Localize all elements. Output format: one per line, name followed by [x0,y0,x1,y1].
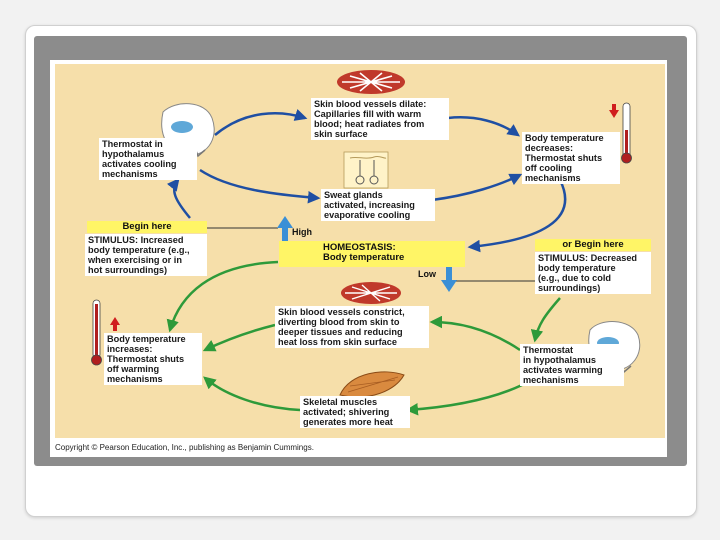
low-label: Low [418,269,436,279]
low-arrow-icon [441,267,457,292]
begin-here-right-label: or Begin here [535,239,651,251]
thermometer-low-icon [609,102,632,164]
vessels-constrict-box: Skin blood vessels constrict, diverting … [275,306,429,348]
arrow-thermostat-to-muscles [405,383,523,416]
high-label: High [292,227,312,237]
sweat-glands-box: Sweat glands activated, increasing evapo… [321,189,435,221]
stimulus-decreased-box: STIMULUS: Decreased body temperature (e.… [535,252,651,294]
arrow-muscles-to-increase [203,376,301,412]
sweat-gland-icon [343,151,389,189]
arrow-stimulus-to-thermostat-warm [530,297,561,343]
arrow-sweat-to-temp-decrease [431,173,523,202]
begin-here-left-label: Begin here [87,221,207,233]
blood-vessels-constricted-icon [341,282,401,304]
thermostat-warming-box: Thermostat in hypothalamus activates war… [520,344,624,386]
homeostasis-box: HOMEOSTASIS: Body temperature [279,241,465,267]
stimulus-increased-box: STIMULUS: Increased body temperature (e.… [85,234,207,276]
thermostat-cooling-box: Thermostat in hypothalamus activates coo… [99,138,197,180]
arrow-stimulus-to-thermostat [166,178,191,219]
arrow-homeostasis-to-increase [166,260,279,333]
arrow-vessels-to-temp-decrease [447,116,521,137]
high-arrow-icon [277,216,293,241]
homeostasis-title: HOMEOSTASIS: [323,242,396,253]
muscle-icon [339,371,405,398]
arrow-temp-decrease-to-homeostasis [467,179,567,253]
temp-increases-box: Body temperature increases: Thermostat s… [104,333,202,385]
skeletal-muscles-box: Skeletal muscles activated; shivering ge… [300,396,410,428]
arrow-constrict-to-increase [202,323,276,352]
thermometer-high-icon [91,299,120,366]
copyright-text: Copyright © Pearson Education, Inc., pub… [55,443,314,452]
arrow-thermostat-to-vessels [214,109,308,136]
arrow-thermostat-to-sweat [199,168,321,204]
temp-decreases-box: Body temperature decreases: Thermostat s… [522,132,620,184]
homeostasis-subtitle: Body temperature [323,252,405,263]
vessels-dilate-box: Skin blood vessels dilate: Capillaries f… [311,98,449,140]
arrow-thermostat-to-constrict [429,315,521,352]
blood-vessels-dilated-icon [337,70,405,94]
